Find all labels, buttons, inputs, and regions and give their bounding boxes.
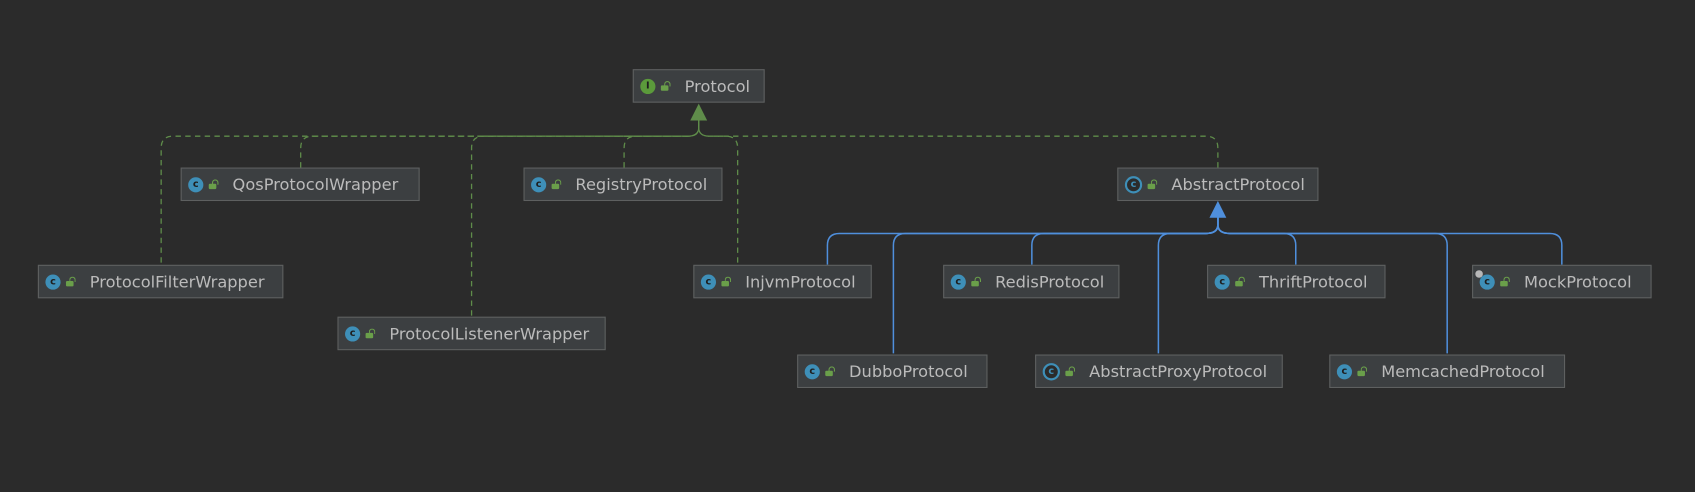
class-icon: c bbox=[1336, 363, 1352, 379]
implements-edges bbox=[160, 118, 1219, 316]
node-abstract-proxy-protocol[interactable]: c AbstractProxyProtocol bbox=[1035, 354, 1283, 389]
node-label: DubboProtocol bbox=[849, 361, 968, 381]
class-icon: c bbox=[188, 176, 204, 192]
edge-injvm-to-protocol bbox=[698, 118, 739, 263]
node-label: ProtocolFilterWrapper bbox=[89, 271, 265, 292]
node-thrift-protocol[interactable]: c ThriftProtocol bbox=[1207, 264, 1386, 299]
class-icon: c bbox=[950, 273, 966, 290]
node-qos-protocol-wrapper[interactable]: c QosProtocolWrapper bbox=[180, 167, 420, 202]
abstract-class-icon: c bbox=[1124, 175, 1143, 193]
public-lock-icon bbox=[364, 328, 376, 339]
class-icon: c bbox=[804, 363, 820, 379]
edge-registry-to-protocol bbox=[623, 118, 700, 168]
node-label: Protocol bbox=[684, 76, 751, 96]
edge-thrift-to-abstract bbox=[1217, 217, 1297, 265]
edge-listener-to-protocol bbox=[470, 118, 700, 316]
edges-layer bbox=[160, 103, 1563, 354]
abstract-class-icon: c bbox=[1042, 362, 1060, 380]
public-lock-icon bbox=[1064, 366, 1076, 377]
node-injvm-protocol[interactable]: c InjvmProtocol bbox=[693, 264, 872, 299]
public-lock-icon bbox=[1499, 276, 1510, 287]
public-lock-icon bbox=[660, 81, 671, 91]
class-icon: c bbox=[45, 273, 61, 290]
node-mock-protocol[interactable]: c MockProtocol bbox=[1472, 264, 1652, 299]
node-label: RedisProtocol bbox=[995, 271, 1105, 292]
node-label: AbstractProxyProtocol bbox=[1089, 361, 1268, 381]
edge-qos-to-protocol bbox=[300, 118, 700, 168]
node-label: AbstractProtocol bbox=[1171, 174, 1305, 195]
public-lock-icon bbox=[824, 366, 835, 377]
class-icon: c bbox=[531, 176, 547, 192]
node-label: RegistryProtocol bbox=[575, 174, 708, 195]
interface-icon: I bbox=[640, 78, 656, 94]
public-lock-icon bbox=[970, 276, 982, 287]
public-lock-icon bbox=[65, 276, 76, 287]
implements-arrowhead bbox=[690, 103, 708, 121]
node-protocol-filter-wrapper[interactable]: c ProtocolFilterWrapper bbox=[37, 264, 284, 299]
node-label: ThriftProtocol bbox=[1258, 271, 1368, 292]
node-label: QosProtocolWrapper bbox=[232, 174, 399, 195]
node-abstract-protocol[interactable]: c AbstractProtocol bbox=[1117, 167, 1319, 202]
edge-proxy-to-abstract bbox=[1157, 217, 1219, 354]
extends-edges bbox=[826, 217, 1563, 354]
public-lock-icon bbox=[1234, 276, 1245, 287]
public-lock-icon bbox=[1146, 179, 1158, 190]
node-dubbo-protocol[interactable]: c DubboProtocol bbox=[797, 354, 988, 389]
public-lock-icon bbox=[551, 179, 562, 190]
extends-arrowhead bbox=[1209, 200, 1227, 218]
node-label: MockProtocol bbox=[1523, 271, 1632, 292]
class-icon: c bbox=[700, 273, 717, 290]
class-icon: c bbox=[1214, 273, 1230, 290]
node-label: InjvmProtocol bbox=[745, 271, 856, 292]
node-redis-protocol[interactable]: c RedisProtocol bbox=[943, 264, 1120, 299]
edge-redis-to-abstract bbox=[1031, 217, 1219, 265]
edge-mock-to-abstract bbox=[1217, 217, 1563, 265]
node-protocol[interactable]: I Protocol bbox=[632, 69, 765, 103]
public-lock-icon bbox=[208, 179, 219, 190]
node-registry-protocol[interactable]: c RegistryProtocol bbox=[523, 167, 723, 202]
node-memcached-protocol[interactable]: c MemcachedProtocol bbox=[1329, 354, 1566, 389]
class-icon: c bbox=[345, 325, 361, 341]
public-lock-icon bbox=[1356, 366, 1368, 377]
node-protocol-listener-wrapper[interactable]: c ProtocolListenerWrapper bbox=[337, 316, 606, 351]
class-icon: c bbox=[1475, 269, 1495, 290]
node-label: ProtocolListenerWrapper bbox=[389, 323, 590, 344]
node-label: MemcachedProtocol bbox=[1381, 361, 1545, 381]
edge-abstract-to-protocol bbox=[698, 118, 1219, 168]
public-lock-icon bbox=[720, 276, 732, 287]
